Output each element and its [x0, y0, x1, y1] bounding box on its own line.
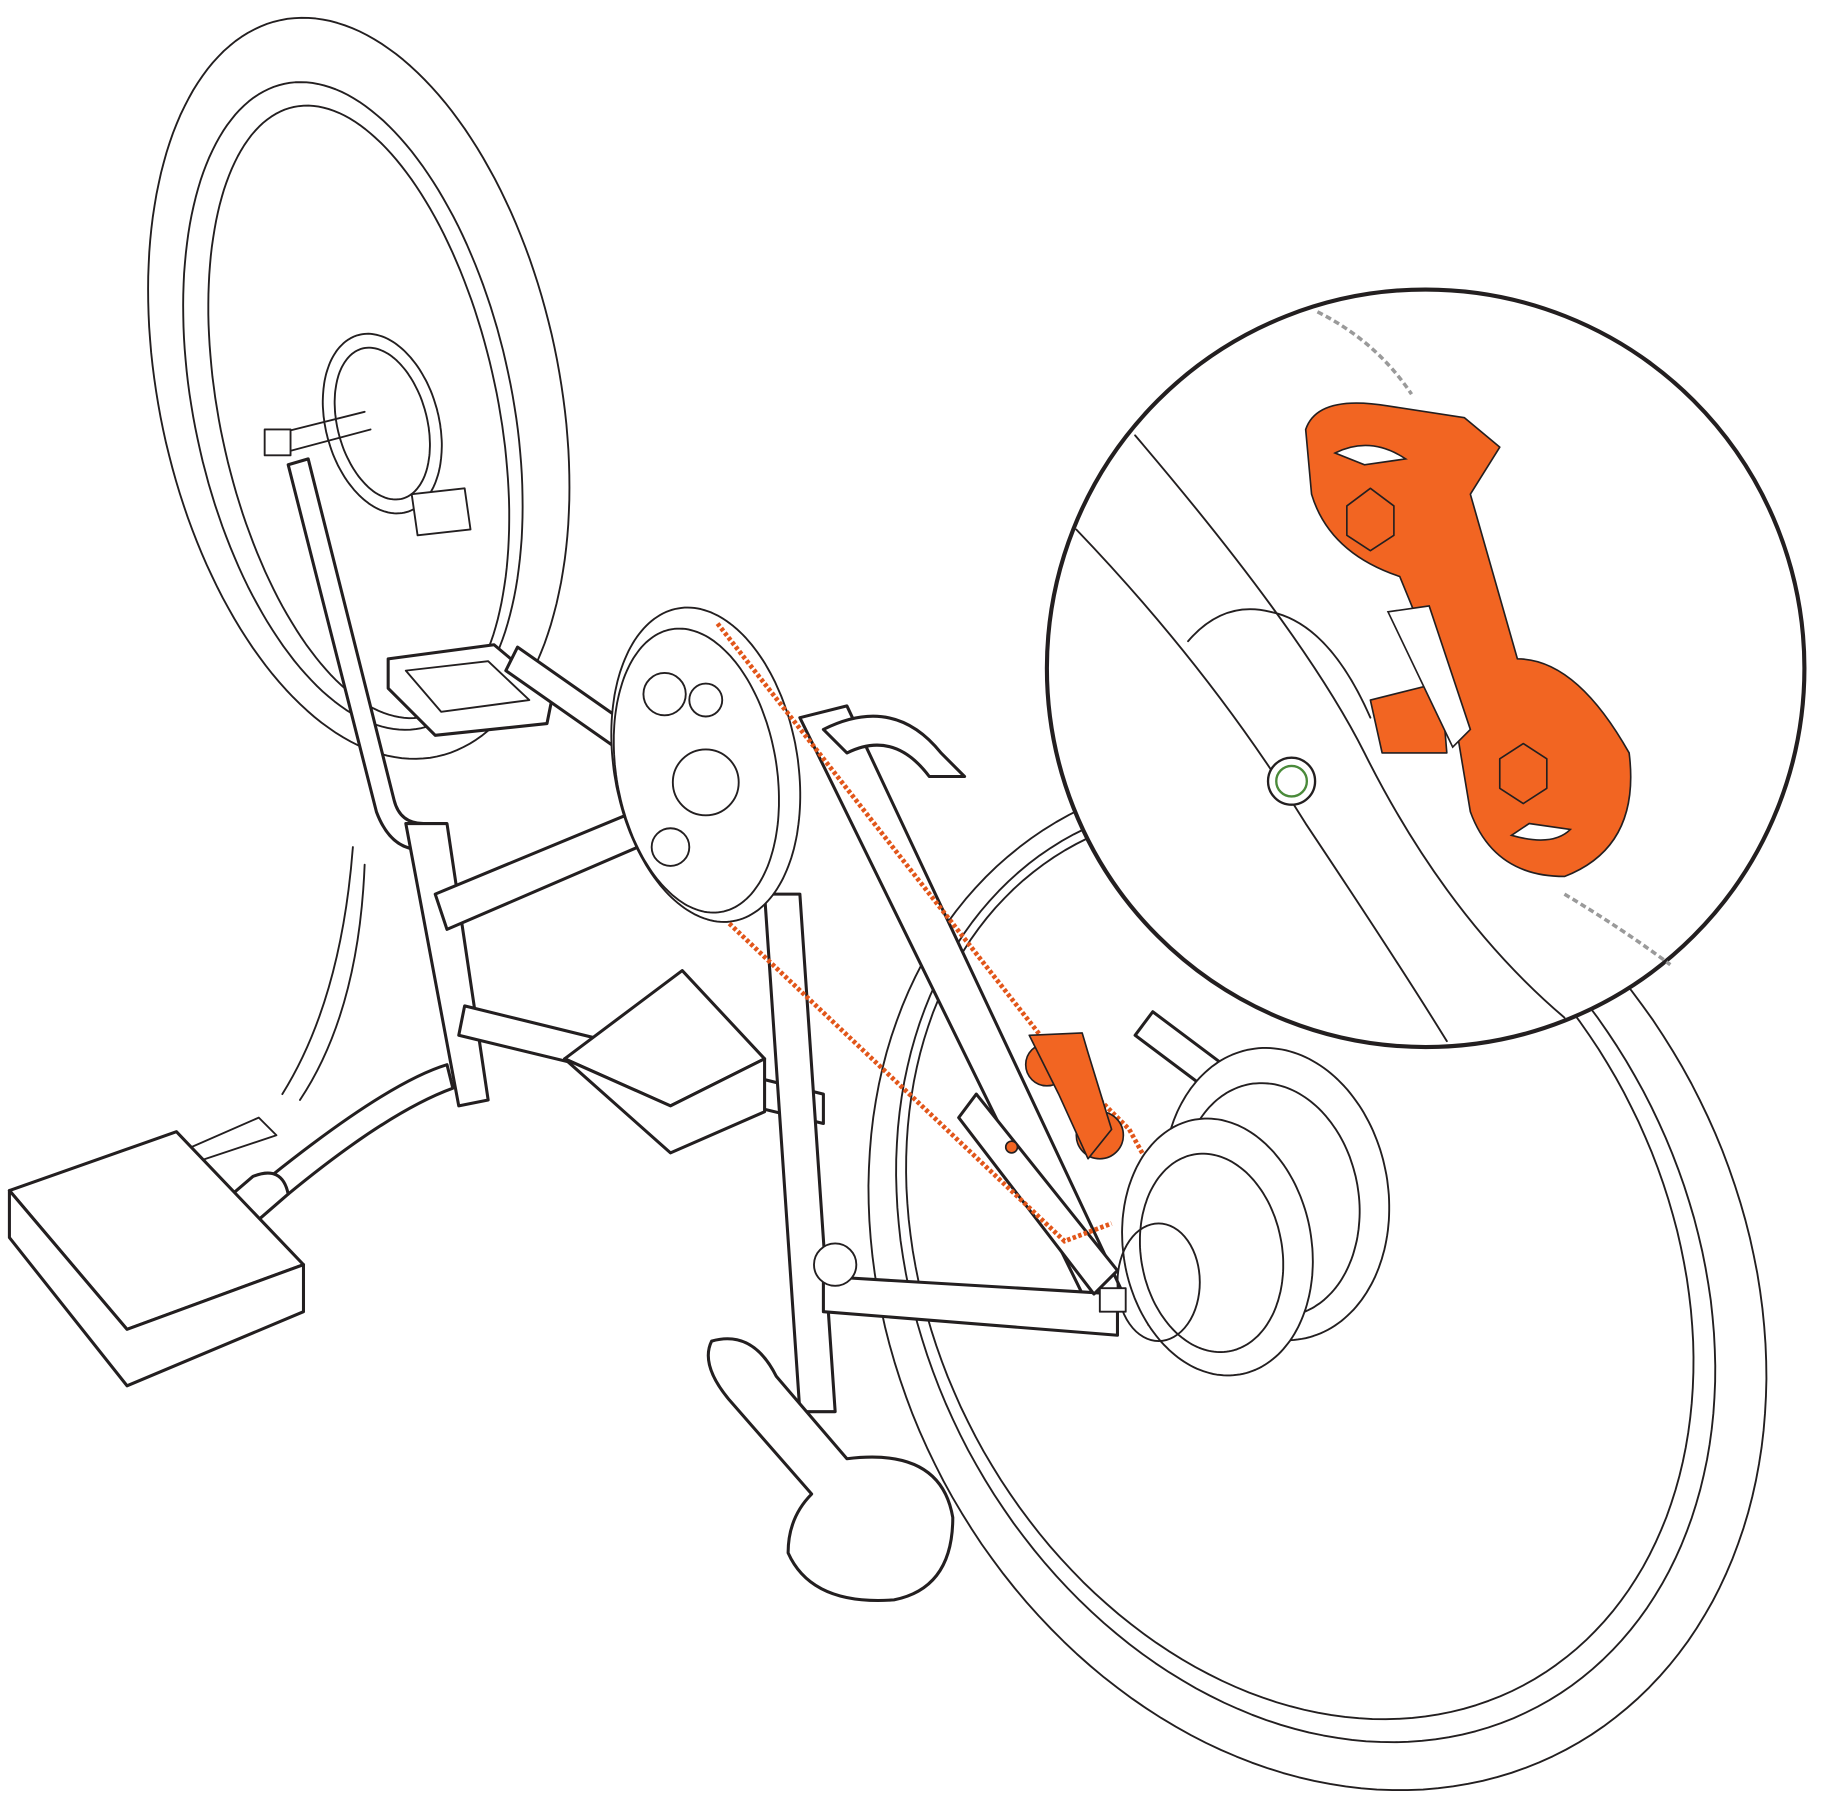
magnifier-detail-icon — [1044, 287, 1807, 1050]
support-block-icon — [7, 969, 767, 1388]
saddle-icon — [706, 1337, 955, 1602]
chainring-icon — [610, 606, 802, 923]
front-brake-disc-icon — [263, 332, 472, 537]
pedal-icon — [386, 643, 637, 755]
chain-tensioner-icon — [1004, 1032, 1125, 1160]
rear-hub-icon — [1098, 1047, 1391, 1377]
